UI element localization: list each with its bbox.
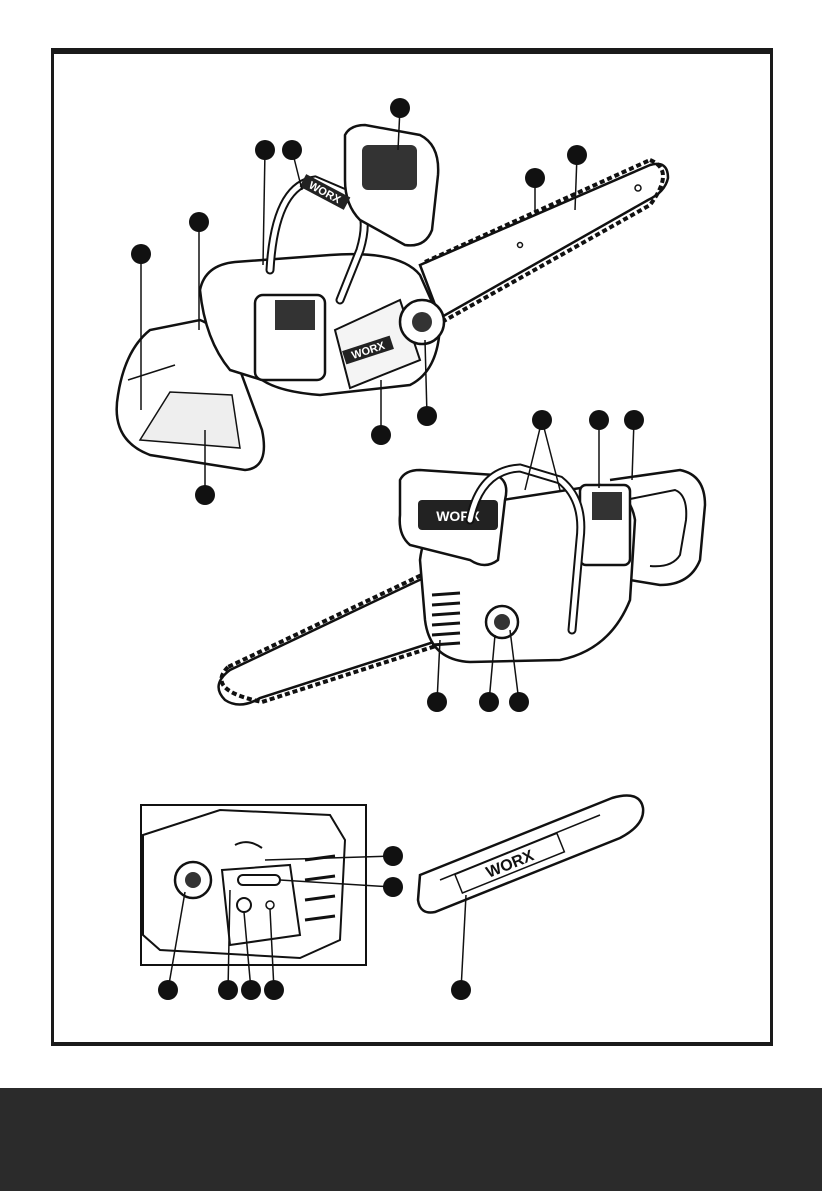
callout-marker <box>195 485 215 505</box>
chain-tension-detail <box>141 805 403 1000</box>
callout-marker <box>189 212 209 232</box>
callout-marker <box>479 692 499 712</box>
callout-marker <box>525 168 545 188</box>
callout-marker <box>383 846 403 866</box>
callout-marker <box>371 425 391 445</box>
chainsaw-left-view: WORX WORX <box>117 98 668 505</box>
callout-marker <box>589 410 609 430</box>
callout-marker <box>282 140 302 160</box>
callout-marker <box>218 980 238 1000</box>
footer-band <box>0 1088 822 1191</box>
callout-marker <box>158 980 178 1000</box>
callout-marker <box>427 692 447 712</box>
callout-marker <box>532 410 552 430</box>
callout-marker <box>241 980 261 1000</box>
callout-marker <box>264 980 284 1000</box>
guide-bar-right <box>219 575 440 705</box>
bar-cover-view: WORX <box>418 796 643 1000</box>
callout-marker <box>390 98 410 118</box>
callout-marker <box>383 877 403 897</box>
callout-marker <box>451 980 471 1000</box>
callout-marker <box>417 406 437 426</box>
guide-bar <box>420 164 668 318</box>
callout-marker <box>624 410 644 430</box>
callout-marker <box>255 140 275 160</box>
callout-marker <box>567 145 587 165</box>
chainsaw-right-view: WORX <box>219 410 705 712</box>
callout-marker <box>131 244 151 264</box>
callout-marker <box>509 692 529 712</box>
